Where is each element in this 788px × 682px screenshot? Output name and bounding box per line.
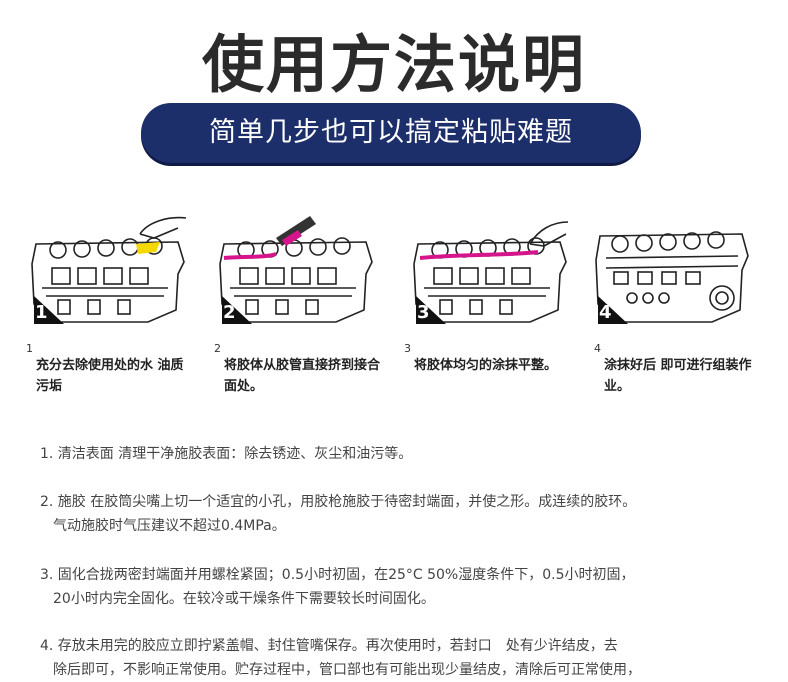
instruction-2-line-2: 气动施胶时气压建议不超过0.4MPa。	[53, 518, 286, 534]
step-3-illustration: 3	[410, 214, 570, 336]
step-2-number: 2	[214, 342, 221, 355]
instruction-3: 3. 固化合拢两密封端面并用螺栓紧固；0.5小时初固，在25°C 50%湿度条件…	[40, 563, 760, 611]
instruction-4: 4. 存放未用完的胶应立即拧紧盖帽、封住管嘴保存。再次使用时，若封口 处有少许结…	[40, 634, 760, 682]
instruction-1: 1. 清洁表面 清理干净施胶表面：除去锈迹、灰尘和油污等。	[40, 442, 760, 466]
step-2-badge: 2	[223, 302, 236, 323]
instruction-4-line-1: 4. 存放未用完的胶应立即拧紧盖帽、封住管嘴保存。再次使用时，若封口 处有少许结…	[40, 638, 618, 654]
subtitle-banner: 简单几步也可以搞定粘贴难题	[141, 103, 641, 163]
instruction-4-line-2: 除后即可，不影响正常使用。贮存过程中，管口部也有可能出现少量结皮，清除后可正常使…	[53, 662, 641, 678]
step-4-number: 4	[594, 342, 601, 355]
step-1-number: 1	[26, 342, 33, 355]
step-4-text: 涂抹好后 即可进行组装作业。	[604, 358, 752, 394]
instruction-1-line-1: 1. 清洁表面 清理干净施胶表面：除去锈迹、灰尘和油污等。	[40, 446, 413, 462]
step-1-text: 充分去除使用处的水 油质污垢	[36, 358, 184, 394]
step-3-badge: 3	[417, 302, 430, 323]
step-4-illustration: 4	[592, 214, 752, 336]
instruction-2-line-1: 2. 施胶 在胶筒尖嘴上切一个适宜的小孔，用胶枪施胶于待密封端面，并使之形。成连…	[40, 494, 637, 510]
step-1-illustration: 1	[28, 214, 188, 336]
page-title: 使用方法说明	[201, 28, 586, 101]
instruction-3-line-1: 3. 固化合拢两密封端面并用螺栓紧固；0.5小时初固，在25°C 50%湿度条件…	[40, 567, 635, 583]
step-3-text: 将胶体均匀的涂抹平整。	[414, 358, 558, 373]
step-4-badge: 4	[599, 302, 612, 323]
banner-text: 简单几步也可以搞定粘贴难题	[209, 117, 573, 148]
step-3-caption: 3 将胶体均匀的涂抹平整。	[404, 343, 579, 376]
step-3-number: 3	[404, 342, 411, 355]
step-4-caption: 4 涂抹好后 即可进行组装作业。	[594, 343, 769, 397]
instruction-3-line-2: 20小时内完全固化。在较冷或干燥条件下需要较长时间固化。	[53, 591, 435, 607]
instruction-2: 2. 施胶 在胶筒尖嘴上切一个适宜的小孔，用胶枪施胶于待密封端面，并使之形。成连…	[40, 490, 760, 538]
step-2-illustration: 2	[216, 214, 376, 336]
step-2-text: 将胶体从胶管直接挤到接合面处。	[224, 358, 381, 394]
step-2-caption: 2 将胶体从胶管直接挤到接合面处。	[214, 343, 389, 397]
step-1-badge: 1	[35, 302, 48, 323]
step-1-caption: 1 充分去除使用处的水 油质污垢	[26, 343, 201, 397]
